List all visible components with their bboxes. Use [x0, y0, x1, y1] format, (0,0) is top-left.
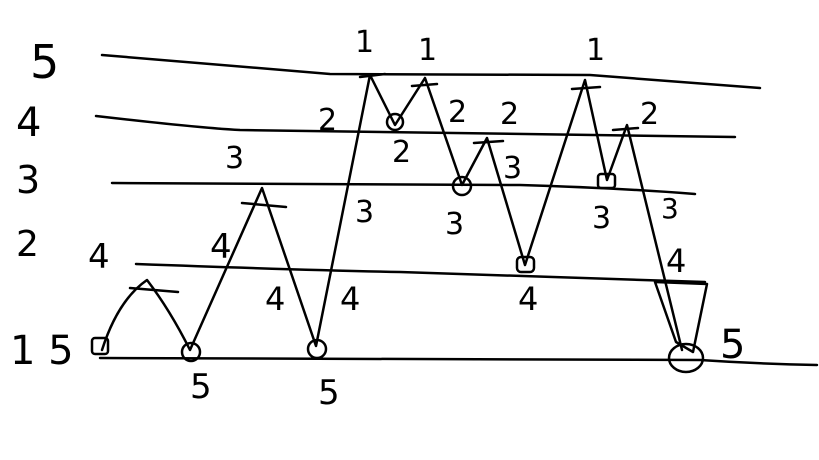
level-label-5: 5: [30, 35, 59, 89]
annotation-5: 5: [318, 373, 340, 413]
annotation-1: 1: [355, 25, 374, 60]
annotation-2: 2: [448, 95, 467, 130]
annotation-3: 3: [592, 201, 611, 236]
valley-marker: [385, 112, 405, 132]
level-label-4: 4: [16, 100, 41, 146]
annotation-1: 1: [418, 33, 437, 68]
annotation-3: 3: [661, 192, 679, 225]
valley-marker: [596, 172, 617, 190]
valley-marker: [451, 175, 473, 197]
peak-tick: [570, 85, 602, 91]
valley-marker: [90, 336, 110, 356]
annotation-3: 3: [445, 207, 464, 242]
annotation-5: 5: [190, 367, 212, 407]
valley-marker: [306, 338, 328, 360]
peak-tick: [128, 286, 180, 294]
annotation-2: 2: [500, 97, 519, 132]
funnel-mark: [653, 280, 709, 354]
annotation-4: 4: [210, 227, 232, 267]
annotation-4: 4: [340, 280, 360, 318]
annotation-4: 4: [88, 237, 110, 277]
zigzag-path: [100, 73, 684, 352]
annotation-2: 2: [392, 135, 411, 170]
level-line-5: [100, 53, 762, 90]
peak-tick: [410, 82, 439, 88]
level-line-2: [134, 262, 707, 284]
peak-tick: [358, 72, 387, 79]
level-line-1: [98, 356, 819, 367]
annotation-2: 2: [640, 97, 659, 132]
valley-marker: [667, 342, 705, 374]
annotation-2: 2: [318, 103, 337, 138]
peak-tick: [472, 139, 505, 145]
peak-tick: [611, 126, 640, 132]
annotation-3: 3: [355, 195, 374, 230]
annotation-4: 4: [518, 280, 538, 318]
level-line-4: [94, 114, 737, 139]
valley-marker: [515, 255, 536, 274]
annotation-3: 3: [225, 141, 244, 176]
level-label-2: 2: [16, 224, 39, 265]
level-label-3: 3: [16, 158, 40, 202]
level-label-1: 1 5: [10, 328, 74, 374]
valley-marker: [180, 341, 202, 363]
annotation-5: 5: [720, 322, 745, 368]
annotation-1: 1: [586, 33, 605, 68]
annotation-3: 3: [503, 151, 522, 186]
annotation-4: 4: [265, 280, 285, 318]
peak-tick: [240, 201, 288, 209]
annotation-4: 4: [666, 242, 686, 280]
